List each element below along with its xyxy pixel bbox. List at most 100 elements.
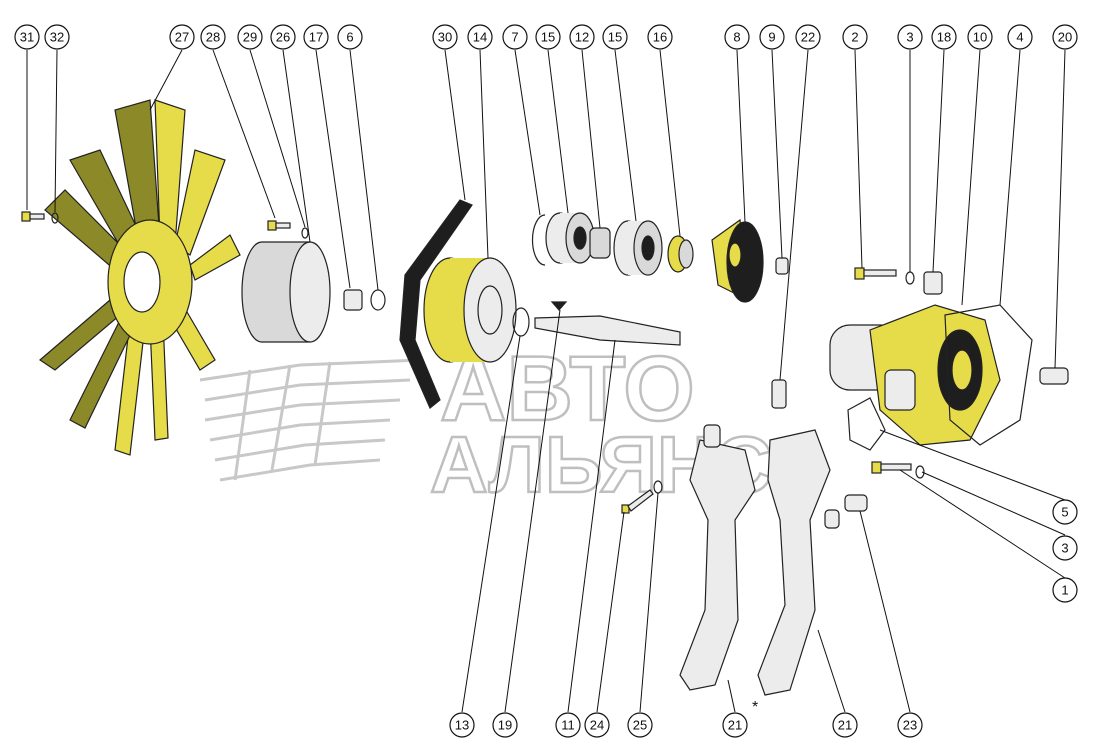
callout-c12: 12 bbox=[569, 24, 595, 50]
callout-c26: 26 bbox=[270, 24, 296, 50]
callout-circle bbox=[842, 24, 868, 50]
callout-circle bbox=[569, 24, 595, 50]
washer-part-32 bbox=[51, 212, 59, 224]
callout-circle bbox=[647, 24, 673, 50]
gasket-part-5 bbox=[847, 397, 886, 451]
callout-circle bbox=[1052, 24, 1078, 50]
callout-number: 7 bbox=[511, 30, 518, 45]
callout-c19: 19 bbox=[492, 712, 518, 738]
callout-circle bbox=[584, 712, 610, 738]
callout-number: 15 bbox=[541, 30, 555, 45]
callout-number: 14 bbox=[473, 30, 487, 45]
callout-number: 2 bbox=[851, 30, 858, 45]
pipe-part-21 bbox=[757, 429, 840, 696]
callout-c9: 9 bbox=[759, 24, 785, 50]
callout-circle bbox=[897, 24, 923, 50]
callout-c23: 23 bbox=[897, 712, 923, 738]
callout-number: 16 bbox=[653, 30, 667, 45]
callout-number: 27 bbox=[175, 30, 189, 45]
shaft-part-11 bbox=[534, 315, 681, 346]
callout-circle bbox=[502, 24, 528, 50]
bolt-part-2 bbox=[854, 267, 897, 280]
impeller-part-8 bbox=[711, 218, 764, 303]
callout-c8: 8 bbox=[724, 24, 750, 50]
callout-circle bbox=[1007, 24, 1033, 50]
nut-part-17 bbox=[343, 289, 363, 311]
washer-part-29 bbox=[301, 227, 309, 239]
callout-number: 6 bbox=[346, 30, 353, 45]
callout-number: 21 bbox=[838, 718, 852, 733]
callout-c31: 31 bbox=[14, 24, 40, 50]
ring-part-6 bbox=[370, 289, 386, 311]
callout-c30: 30 bbox=[432, 24, 458, 50]
callout-circle bbox=[931, 24, 957, 50]
callout-number: 9 bbox=[768, 30, 775, 45]
callout-number: 15 bbox=[608, 30, 622, 45]
callout-number: 28 bbox=[206, 30, 220, 45]
washer-part-3a bbox=[905, 271, 915, 285]
callout-c6: 6 bbox=[337, 24, 363, 50]
belt-part-30 bbox=[399, 199, 473, 409]
spacer-part-26 bbox=[241, 241, 331, 343]
callout-circle bbox=[759, 24, 785, 50]
callout-number: 30 bbox=[438, 30, 452, 45]
callout-c2: 2 bbox=[842, 24, 868, 50]
callout-c7: 7 bbox=[502, 24, 528, 50]
callout-circle bbox=[832, 712, 858, 738]
plug-part-18 bbox=[923, 271, 943, 295]
callout-number: 26 bbox=[276, 30, 290, 45]
fan-part-27 bbox=[39, 99, 241, 456]
callout-circle bbox=[432, 24, 458, 50]
callout-number: 4 bbox=[1016, 30, 1023, 45]
callout-c24: 24 bbox=[584, 712, 610, 738]
callout-number: 25 bbox=[633, 718, 647, 733]
leader-lines bbox=[26, 49, 1066, 713]
callout-circle bbox=[1052, 535, 1078, 561]
callout-c21b: 21 bbox=[832, 712, 858, 738]
callout-c3a: 3 bbox=[897, 24, 923, 50]
callout-c21a: 21 bbox=[722, 712, 748, 738]
callout-c14: 14 bbox=[467, 24, 493, 50]
callout-number: 17 bbox=[309, 30, 323, 45]
callout-circle bbox=[1052, 577, 1078, 603]
callout-circle bbox=[555, 712, 581, 738]
callout-c32: 32 bbox=[44, 24, 70, 50]
callout-c27: 27 bbox=[169, 24, 195, 50]
callout-circle bbox=[897, 712, 923, 738]
bearing-part-15a bbox=[545, 212, 595, 264]
callout-circle bbox=[467, 24, 493, 50]
callout-number: 29 bbox=[243, 30, 257, 45]
callout-number: 24 bbox=[590, 718, 604, 733]
callout-number: 3 bbox=[906, 30, 913, 45]
callout-c28: 28 bbox=[200, 24, 226, 50]
callout-number: 12 bbox=[575, 30, 589, 45]
callout-c25: 25 bbox=[627, 712, 653, 738]
callout-circle bbox=[535, 24, 561, 50]
callout-c3b: 3 bbox=[1052, 535, 1078, 561]
callout-number: 8 bbox=[733, 30, 740, 45]
callout-number: 21 bbox=[728, 718, 742, 733]
callout-circle bbox=[795, 24, 821, 50]
callout-c5: 5 bbox=[1052, 499, 1078, 525]
nipple-part-22 bbox=[771, 379, 787, 409]
callout-number: 18 bbox=[937, 30, 951, 45]
seal-part-16 bbox=[667, 235, 694, 273]
callout-circle bbox=[722, 712, 748, 738]
callout-circle bbox=[967, 24, 993, 50]
callout-number: 5 bbox=[1061, 505, 1068, 520]
bolt-part-31 bbox=[21, 211, 45, 222]
callout-circle bbox=[303, 24, 329, 50]
circlip-part-7 bbox=[531, 214, 546, 266]
washer-part-3b bbox=[915, 465, 925, 479]
callout-circle bbox=[237, 24, 263, 50]
callout-circle bbox=[14, 24, 40, 50]
callout-circle bbox=[492, 712, 518, 738]
callout-number: 23 bbox=[903, 718, 917, 733]
callout-circle bbox=[602, 24, 628, 50]
callout-c13: 13 bbox=[449, 712, 475, 738]
callout-number: 1 bbox=[1061, 583, 1068, 598]
callout-circle bbox=[200, 24, 226, 50]
